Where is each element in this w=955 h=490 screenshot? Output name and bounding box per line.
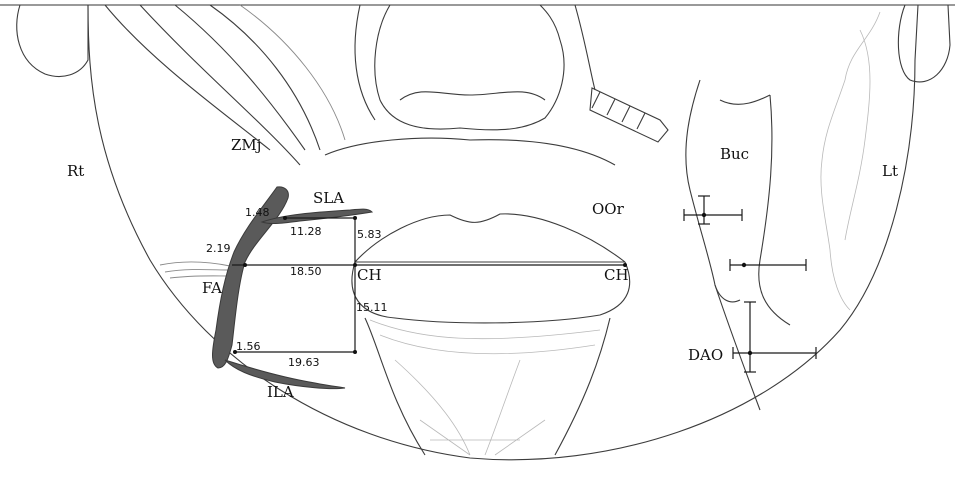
measure-5-83: 5.83	[357, 228, 382, 241]
measure-15-11: 15.11	[356, 301, 388, 314]
errorbar-buc-2	[730, 259, 806, 271]
right-ear	[17, 5, 88, 76]
face-outline	[88, 5, 918, 460]
upper-lip-region	[325, 138, 615, 165]
measure-2-19: 2.19	[206, 242, 231, 255]
buccinator-outline	[686, 80, 790, 325]
fa-whiskers	[160, 262, 230, 278]
point-fa	[243, 263, 247, 267]
measure-11-28: 11.28	[290, 225, 322, 238]
label-sla: SLA	[313, 189, 344, 207]
label-buc: Buc	[720, 145, 749, 163]
label-zmj: ZMj	[231, 136, 261, 154]
label-ila: ILA	[267, 383, 294, 401]
upper-lip	[355, 214, 625, 262]
zygomaticus-strand-2	[140, 5, 300, 165]
label-ch-right: CH	[357, 266, 382, 284]
nostril-line	[400, 92, 545, 100]
label-oor: OOr	[592, 200, 625, 218]
measure-19-63: 19.63	[288, 356, 320, 369]
lower-lip	[352, 262, 630, 323]
label-fa: FA	[202, 279, 222, 297]
measure-1-56: 1.56	[236, 340, 261, 353]
measure-18-50: 18.50	[290, 265, 322, 278]
label-rt: Rt	[67, 162, 84, 180]
nasolabial-right	[355, 5, 375, 120]
label-ch-left: CH	[604, 266, 629, 284]
left-cheek-contour	[821, 12, 880, 310]
left-ear	[898, 5, 950, 82]
zygomaticus-strand-1	[105, 5, 270, 150]
label-dao: DAO	[688, 346, 723, 364]
nose-outline	[375, 5, 564, 130]
point-sla	[283, 216, 287, 220]
measure-1-48: 1.48	[245, 206, 270, 219]
point-corner-top	[353, 216, 357, 220]
label-lt: Lt	[882, 162, 898, 180]
point-bottom-corner	[353, 350, 357, 354]
nasal-strip	[590, 88, 668, 142]
nasolabial-left	[575, 5, 595, 90]
zygomaticus-strand-3	[175, 5, 305, 150]
